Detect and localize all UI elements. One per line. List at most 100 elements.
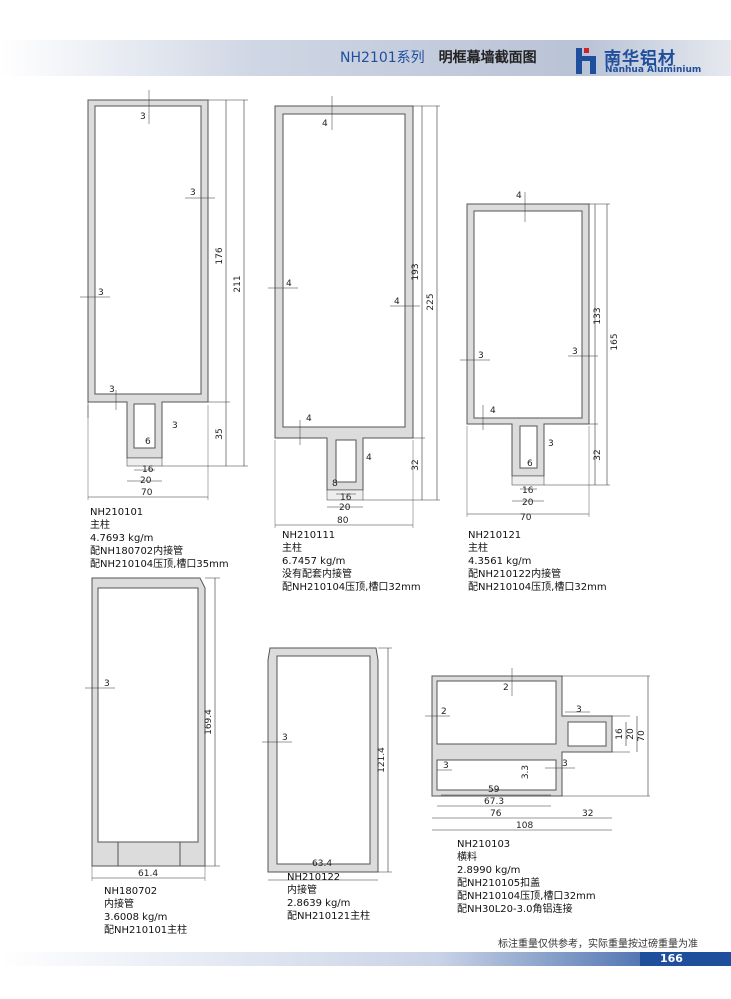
page-number: 166 bbox=[660, 952, 683, 965]
profile-nh210121-outline bbox=[466, 203, 590, 477]
profile-weight: 3.6008 kg/m bbox=[104, 912, 168, 923]
profile-nh210101-outline bbox=[87, 99, 209, 459]
dim-20: 20 bbox=[140, 476, 152, 486]
profile-nh210122-drawing: 63.4 121.4 3 bbox=[262, 647, 392, 881]
profile-nh210103-drawing: 59 67.3 76 32 108 16 20 70 2 2 3 3.3 3 3 bbox=[425, 668, 650, 831]
profile-note: 配NH180702内接管 bbox=[90, 546, 184, 557]
page-number-band bbox=[0, 952, 731, 966]
profile-note: 配NH210121主柱 bbox=[287, 911, 371, 922]
page-title: NH2101系列明框幕墙截面图 bbox=[340, 47, 537, 67]
dim-3-left: 3 bbox=[443, 761, 449, 771]
caption-nh210121: NH210121 主柱 4.3561 kg/m 配NH210122内接管 配NH… bbox=[468, 529, 607, 594]
profile-nh180702-outline bbox=[91, 577, 206, 867]
dim-4-right: 4 bbox=[394, 297, 400, 307]
profile-weight: 2.8990 kg/m bbox=[457, 865, 521, 876]
dim-4-slot: 4 bbox=[366, 453, 372, 463]
dim-16: 16 bbox=[142, 465, 154, 475]
profile-note: 配NH210101主柱 bbox=[104, 925, 188, 936]
profile-note: 配NH210104压顶,槽口35mm bbox=[90, 559, 229, 570]
dim-6: 6 bbox=[527, 459, 533, 469]
dim-4-top: 4 bbox=[516, 191, 522, 201]
dim-3-right: 3 bbox=[562, 759, 568, 769]
dim-20: 20 bbox=[339, 503, 351, 513]
profile-code: NH210103 bbox=[457, 839, 511, 850]
profile-type: 横料 bbox=[457, 852, 477, 863]
brand-logo-icon bbox=[576, 48, 596, 74]
dim-3-left: 3 bbox=[98, 288, 104, 298]
profile-code: NH210101 bbox=[90, 507, 144, 518]
dim-4-left: 4 bbox=[286, 279, 292, 289]
dim-16: 16 bbox=[522, 486, 534, 496]
profile-nh210111-outline bbox=[274, 105, 414, 491]
dim-3-bottom: 3 bbox=[109, 385, 115, 395]
profile-weight: 4.7693 kg/m bbox=[90, 533, 154, 544]
profile-note: 配NH210122内接管 bbox=[468, 569, 562, 580]
dim-3-right: 3 bbox=[572, 347, 578, 357]
section-title: 明框幕墙截面图 bbox=[438, 50, 537, 66]
dim-121-4: 121.4 bbox=[377, 747, 387, 773]
brand-name-en: Nanhua Aluminium bbox=[605, 65, 702, 75]
dim-3-slot: 3 bbox=[548, 439, 554, 449]
profile-code: NH210122 bbox=[287, 872, 341, 883]
dim-16: 16 bbox=[340, 493, 352, 503]
caption-nh210122: NH210122 内接管 2.8639 kg/m 配NH210121主柱 bbox=[287, 871, 370, 923]
dim-3-wall: 3 bbox=[282, 733, 288, 743]
dim-3-3: 3.3 bbox=[521, 765, 531, 779]
profile-nh210121-drawing: 133 165 32 4 3 3 4 6 3 16 20 70 bbox=[460, 191, 620, 523]
dim-20: 20 bbox=[522, 498, 534, 508]
profile-nh210122-outline bbox=[267, 647, 379, 873]
profile-nh180702-drawing: 61.4 169.4 3 bbox=[85, 577, 220, 881]
profile-code: NH210111 bbox=[282, 530, 336, 541]
profile-note: 配NH210105扣盖 bbox=[457, 878, 541, 889]
profile-code: NH180702 bbox=[104, 886, 158, 897]
dim-76: 76 bbox=[490, 809, 502, 819]
profile-type: 内接管 bbox=[104, 899, 134, 910]
dim-169-4: 169.4 bbox=[204, 709, 214, 735]
dim-133: 133 bbox=[593, 307, 603, 324]
caption-nh210103: NH210103 横料 2.8990 kg/m 配NH210105扣盖 配NH2… bbox=[457, 838, 596, 916]
caption-nh180702: NH180702 内接管 3.6008 kg/m 配NH210101主柱 bbox=[104, 885, 187, 937]
dim-176: 176 bbox=[215, 247, 225, 264]
profile-weight: 6.7457 kg/m bbox=[282, 556, 346, 567]
dim-3-right: 3 bbox=[190, 188, 196, 198]
dim-3-tube: 3 bbox=[576, 705, 582, 715]
profile-note: 没有配套内接管 bbox=[282, 569, 352, 580]
dim-165: 165 bbox=[610, 333, 620, 350]
dim-3-slot: 3 bbox=[172, 421, 178, 431]
dim-63-4: 63.4 bbox=[312, 859, 332, 869]
dim-211: 211 bbox=[233, 275, 243, 292]
dim-4-top: 4 bbox=[322, 119, 328, 129]
series-name: NH2101系列 bbox=[340, 50, 425, 66]
profile-weight: 4.3561 kg/m bbox=[468, 556, 532, 567]
dim-70: 70 bbox=[141, 488, 153, 498]
dim-4-bottom: 4 bbox=[306, 414, 312, 424]
dim-8: 8 bbox=[332, 479, 338, 489]
profile-type: 内接管 bbox=[287, 885, 317, 896]
dim-59: 59 bbox=[488, 785, 500, 795]
dim-32: 32 bbox=[582, 809, 593, 819]
profile-nh210111-drawing: 193 225 32 4 4 4 4 4 8 16 20 80 bbox=[268, 96, 440, 528]
dim-70-h: 70 bbox=[637, 730, 647, 742]
dim-35: 35 bbox=[215, 428, 225, 439]
dim-20-h: 20 bbox=[626, 728, 636, 740]
caption-nh210101: NH210101 主柱 4.7693 kg/m 配NH180702内接管 配NH… bbox=[90, 506, 229, 571]
dim-32: 32 bbox=[593, 449, 603, 460]
dim-108: 108 bbox=[516, 821, 533, 831]
profile-type: 主柱 bbox=[90, 520, 110, 531]
dim-193: 193 bbox=[411, 263, 421, 280]
header-band bbox=[0, 40, 731, 76]
dim-61-4: 61.4 bbox=[138, 869, 158, 879]
dim-67-3: 67.3 bbox=[484, 797, 504, 807]
brand-name-cn: 南华铝材 bbox=[604, 49, 676, 69]
dim-32: 32 bbox=[411, 459, 421, 470]
dim-70: 70 bbox=[520, 513, 532, 523]
dim-6: 6 bbox=[145, 437, 151, 447]
dim-3-wall: 3 bbox=[104, 679, 110, 689]
profile-nh210101-drawing: 176 211 35 3 3 3 3 6 3 16 20 70 bbox=[80, 90, 248, 500]
profile-type: 主柱 bbox=[468, 543, 488, 554]
profile-note: 配NH30L20-3.0角铝连接 bbox=[457, 904, 573, 915]
dim-80: 80 bbox=[337, 516, 349, 526]
dim-3-top: 3 bbox=[140, 112, 146, 122]
dim-4-bottom: 4 bbox=[490, 406, 496, 416]
